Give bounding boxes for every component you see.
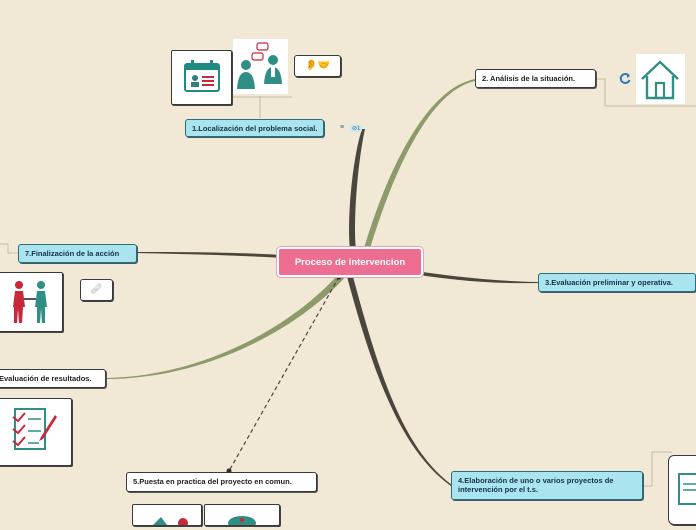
target-card-partial-icon [204, 504, 280, 526]
refresh-icon[interactable] [619, 72, 632, 85]
topic-analisis-label: 2. Análisis de la situación. [482, 74, 575, 83]
central-topic-label: Proceso de intervencion [295, 257, 405, 268]
topic-puesta-en-practica[interactable]: 5.Puesta en practica del proyecto en com… [126, 472, 317, 492]
topic-finalizacion-label: 7.Finalización de la acción [25, 249, 119, 258]
branch-3 [406, 270, 538, 283]
branch-5 [229, 277, 339, 471]
topic-evaluacion-resultados[interactable]: Evaluación de resultados. [0, 369, 106, 388]
handshake-people-icon [0, 272, 63, 332]
central-topic[interactable]: Proceso de intervencion [277, 247, 423, 277]
topic-evaluacion-preliminar[interactable]: 3.Evaluación preliminar y operativa. [538, 273, 696, 292]
calendar-card-icon [171, 50, 232, 105]
topic-localizacion-label: 1.Localización del problema social. [192, 124, 317, 133]
branch-6 [106, 270, 348, 379]
topic-elaboracion-label: 4.Elaboración de uno o varios proyectos … [458, 476, 613, 494]
branch-7 [137, 252, 300, 259]
ear-handshake-icon: 👂🤝 [294, 55, 341, 77]
bandage-icon: 🩹 [80, 279, 113, 301]
attachment-icon[interactable]: ⊘1 [350, 125, 362, 132]
notes-icon[interactable]: ≡ [340, 124, 344, 131]
document-icon [668, 455, 696, 525]
branch-2 [360, 79, 475, 262]
topic-evaluacion-preliminar-label: 3.Evaluación preliminar y operativa. [545, 278, 673, 287]
topic-evaluacion-resultados-label: Evaluación de resultados. [0, 374, 92, 383]
topic-localizacion[interactable]: 1.Localización del problema social. [185, 119, 324, 137]
people-card-partial-icon [132, 504, 202, 526]
topic-elaboracion[interactable]: 4.Elaboración de uno o varios proyectos … [451, 471, 643, 500]
branch-1 [349, 129, 365, 249]
topic-finalizacion[interactable]: 7.Finalización de la acción [18, 244, 137, 263]
house-icon [636, 54, 685, 104]
branch-4 [346, 273, 452, 486]
conversation-people-icon [233, 39, 288, 94]
topic-puesta-en-practica-label: 5.Puesta en practica del proyecto en com… [133, 477, 292, 486]
topic-analisis[interactable]: 2. Análisis de la situación. [475, 69, 596, 88]
checklist-icon [0, 398, 72, 466]
